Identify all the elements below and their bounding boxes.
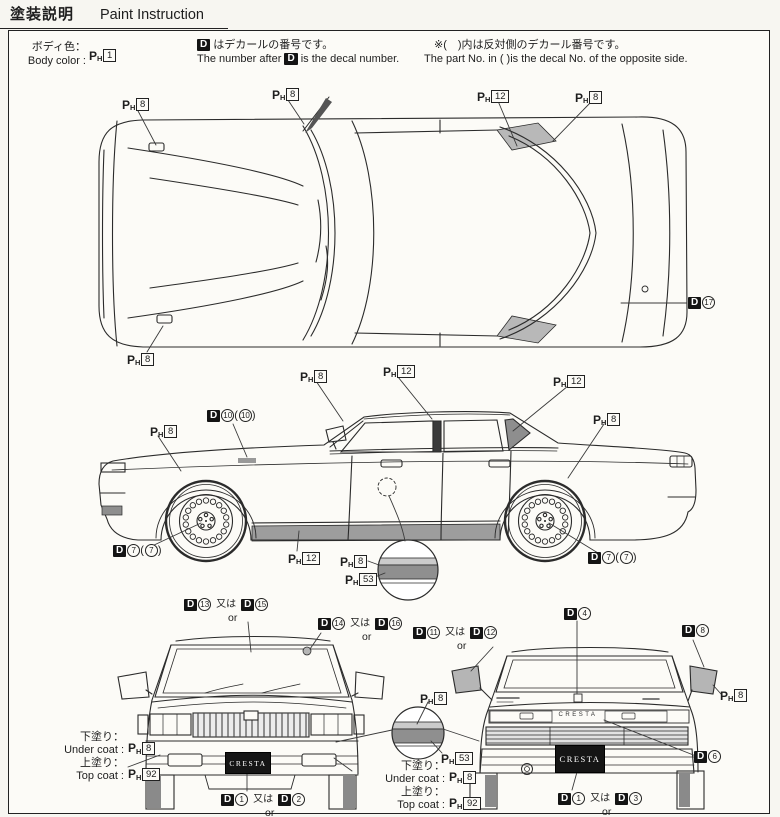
body-color-en: Body color : [27,55,86,67]
page-title: 塗装説明 Paint Instruction [0,0,228,29]
decal-symbol: D [284,53,298,66]
paint-number: 1 [103,49,116,63]
page-title-en: Paint Instruction [100,7,204,23]
opposite-side-note: ※( )内は反対側のデカール番号です。 The part No. in ( )i… [424,39,688,65]
trunk-cresta-emblem: CRESTA [558,712,598,718]
page-title-jp: 塗装説明 [10,6,75,23]
rear-license-plate: CRESTA [555,745,605,773]
instruction-border-box [8,30,770,814]
body-color-jp: ボディ色： [31,41,86,53]
decal-number-note: D はデカールの番号です。 The number after D is the … [197,39,400,66]
body-color-note: ボディ色： Body color : [14,40,86,68]
front-license-plate: CRESTA [225,752,271,774]
decal-symbol: D [197,39,211,52]
